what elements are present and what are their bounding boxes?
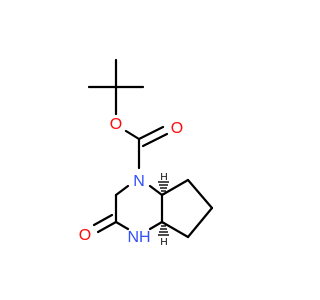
atom-n4: NH xyxy=(127,229,150,246)
stereo-h-c4a: H xyxy=(160,237,167,248)
stereo-h-c7a: H xyxy=(160,172,167,183)
atom-o-carbonyl-boc: O xyxy=(171,120,183,137)
bond-carbonyl-double-2 xyxy=(141,132,169,148)
bond-c5-c4a xyxy=(160,220,190,239)
bond-c7a-n1 xyxy=(148,184,164,197)
bond-c6-c5 xyxy=(186,206,214,239)
bond-c7a-c7 xyxy=(160,178,190,197)
bond-carbonyl-double-1 xyxy=(137,125,165,141)
stereo-hash-c7a xyxy=(158,181,169,195)
structure-diagram: O O N NH O H H xyxy=(79,58,214,248)
atom-n1: N xyxy=(133,173,145,190)
bond-lactam-double-1 xyxy=(96,220,118,234)
bond-lactam-double-2 xyxy=(92,213,114,227)
bond-o-carbonyl xyxy=(124,129,141,141)
atom-o-lactam: O xyxy=(79,227,91,244)
bond-c7-c6 xyxy=(186,178,214,210)
molecule-structure: O O N NH O H H xyxy=(79,58,214,248)
atom-o-ether: O xyxy=(110,116,122,133)
bond-c3-n4 xyxy=(114,220,130,231)
bond-n4-c4a xyxy=(148,220,164,231)
stereo-hash-c4a xyxy=(158,222,169,236)
bond-n1-ch2 xyxy=(114,184,130,197)
